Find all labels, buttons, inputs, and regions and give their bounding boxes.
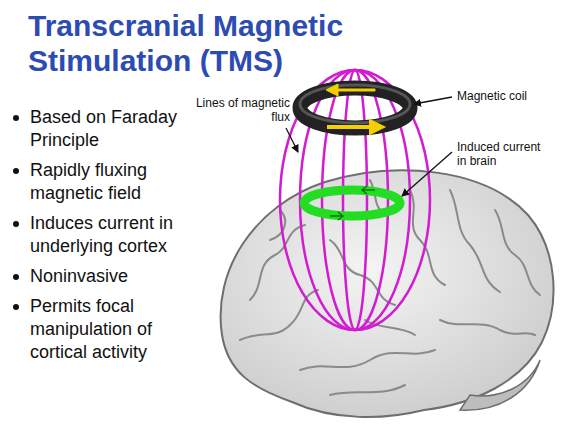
leader-arrow	[414, 97, 452, 104]
bullet-dot	[13, 115, 19, 121]
brain-outline	[221, 170, 554, 417]
coil-arrow	[326, 84, 375, 96]
callout-label: Magnetic coil	[455, 89, 559, 103]
coil-highlight	[300, 85, 410, 123]
flux-line	[280, 70, 430, 330]
bullet-item: Based on Faraday Principle	[10, 106, 205, 152]
brain-sulci	[240, 180, 540, 395]
bullet-text: Induces current in underlying cortex	[30, 213, 173, 256]
current-arrow	[330, 212, 343, 220]
bullet-dot	[13, 168, 19, 174]
bullet-item: Rapidly fluxing magnetic field	[10, 159, 205, 205]
sulcus	[440, 320, 535, 335]
flux-line	[343, 70, 367, 330]
leader-arrow	[286, 128, 298, 152]
bullet-item: Induces current in underlying cortex	[10, 212, 205, 258]
bullet-dot	[13, 221, 19, 227]
flux-line	[300, 70, 410, 330]
bullet-text: Based on Faraday Principle	[30, 107, 177, 150]
bullet-item: Permits focal manipulation of cortical a…	[10, 295, 205, 364]
bullet-text: Noninvasive	[30, 266, 128, 286]
sulcus	[330, 385, 405, 395]
current-arrow	[362, 186, 375, 194]
slide-title: Transcranial Magnetic Stimulation (TMS)	[28, 8, 428, 78]
callout-label: Lines of magnetic flux	[188, 96, 292, 124]
coil-arrow	[328, 120, 384, 134]
bullet-dot	[13, 304, 19, 310]
bullet-item: Noninvasive	[10, 265, 205, 288]
bullet-list: Based on Faraday PrincipleRapidly fluxin…	[10, 106, 205, 371]
leader-arrow	[402, 152, 452, 196]
callout-label: Induced current in brain	[455, 140, 554, 168]
cerebellum	[460, 360, 540, 410]
bullet-text: Rapidly fluxing magnetic field	[30, 160, 147, 203]
sulcus	[495, 210, 540, 295]
bullet-text: Permits focal manipulation of cortical a…	[30, 296, 152, 362]
sulcus	[300, 350, 435, 370]
sulcus	[450, 190, 500, 292]
magnetic-flux-lines	[280, 70, 430, 330]
flux-line	[322, 70, 388, 330]
induced-current-ring	[304, 190, 400, 216]
bullet-dot	[13, 274, 19, 280]
